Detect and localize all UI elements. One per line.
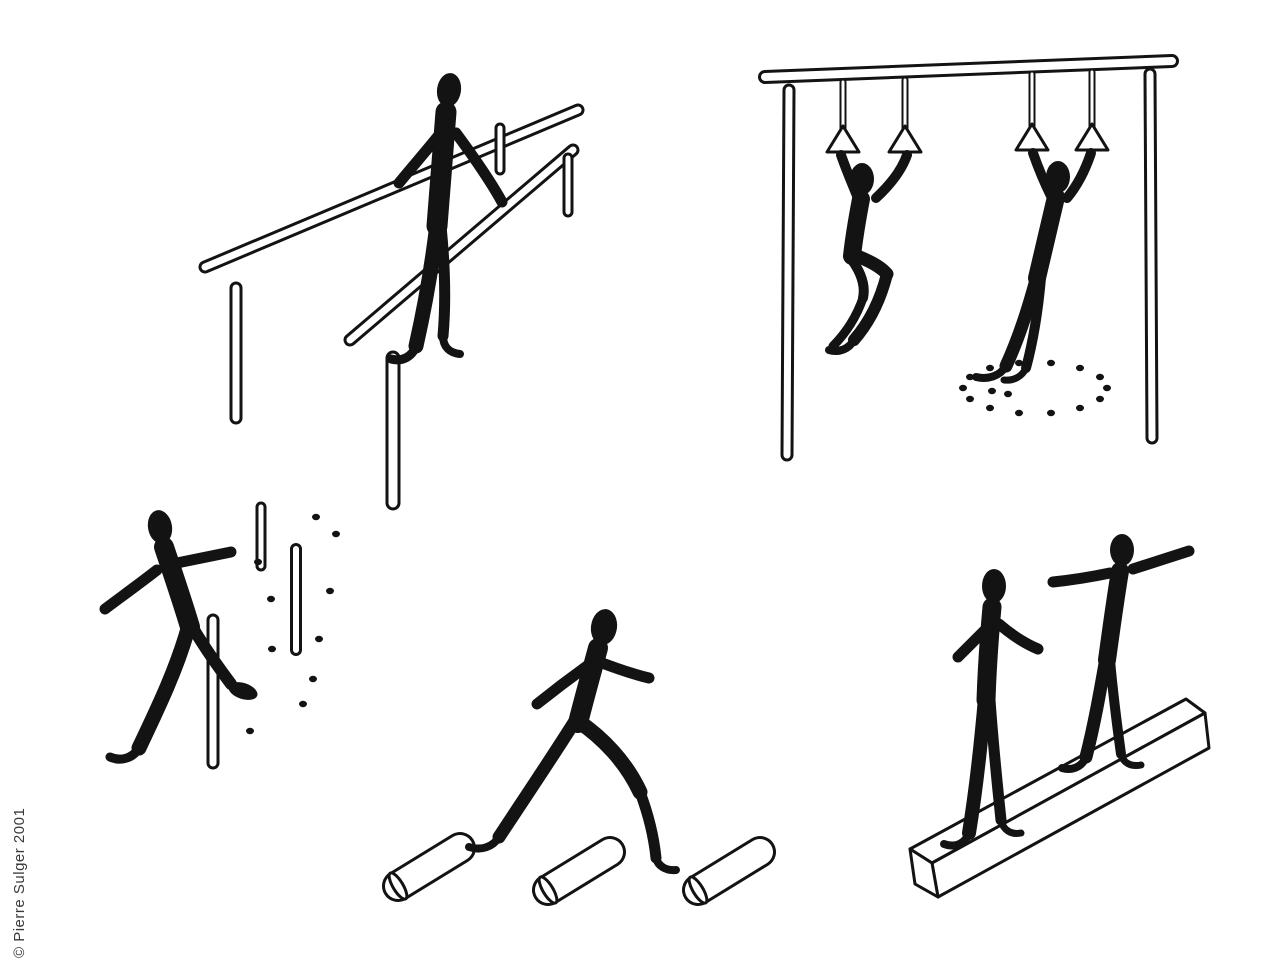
balance-beam-equipment: [908, 697, 1211, 899]
walker-back-foot: [439, 332, 464, 358]
triangle-ring-3: [1014, 122, 1050, 152]
beam-walker-left-rear-foot: [997, 816, 1025, 837]
runner-rear-leg: [492, 714, 582, 844]
tucked-hanger-foot: [825, 336, 858, 355]
walker-figure: [386, 73, 508, 365]
copyright-text: © Pierre Sulger 2001: [11, 808, 28, 958]
beam-top-face: [908, 697, 1207, 865]
tucked-hanger-second-shin: [828, 293, 868, 351]
stretched-hanger-torso: [1028, 188, 1065, 287]
scene-hanging-rings: [758, 54, 1179, 462]
walker-torso: [426, 101, 457, 237]
stretched-hanger-front-foot: [972, 362, 1010, 382]
beam-walker-left-torso: [976, 597, 1002, 710]
stretched-hanger-back-foot: [1000, 364, 1030, 384]
slalom-walker-front-leg: [131, 617, 197, 756]
slalom-walker-left-arm: [99, 564, 163, 615]
triangle-ring-2: [887, 124, 923, 154]
far-bar-tube: [198, 103, 585, 274]
beam-walker-right-right-arm: [1127, 545, 1195, 575]
stretched-hanger-head: [1046, 161, 1070, 193]
beam-left-end-face: [908, 847, 940, 899]
stretched-hanger-back-leg: [1021, 273, 1046, 373]
scene-balance-beam: [908, 534, 1211, 899]
runner-figure: [465, 609, 680, 875]
beam-walker-right-figure: [1047, 534, 1195, 773]
stretched-hanger-right-arm: [1062, 148, 1096, 203]
beam-walker-left-back-arm: [952, 621, 994, 663]
near-bar-tube: [343, 143, 580, 347]
runner-front-arm: [591, 655, 655, 684]
triangle-ring-4: [1074, 122, 1110, 152]
log-1-end-cap: [387, 871, 409, 901]
beam-walker-right-torso: [1098, 562, 1129, 669]
tucked-hanger-figure: [825, 150, 912, 355]
log-1-tube: [382, 832, 476, 902]
beam-walker-right-left-arm: [1047, 567, 1116, 588]
slalom-walker-rear-leg: [187, 622, 237, 690]
log-2-end-cap: [537, 875, 559, 905]
walker-back-leg: [435, 220, 451, 342]
beam-walker-left-forward-arm: [993, 618, 1044, 655]
slalom-walker-figure: [99, 510, 258, 764]
beam-walker-left-front-foot: [940, 829, 973, 850]
beam-walker-right-front-leg: [1079, 651, 1113, 764]
scene-parallel-bars: [198, 73, 585, 511]
walker-head: [436, 73, 462, 107]
beam-walker-left-figure: [940, 569, 1044, 850]
beam-walker-left-head: [982, 569, 1006, 603]
runner-front-foot: [652, 854, 680, 875]
beam-walker-right-rear-leg: [1105, 655, 1126, 759]
beam-walker-left-rear-leg: [984, 694, 1007, 826]
runner-front-leg-upper: [570, 713, 648, 800]
tucked-hanger-head: [850, 163, 874, 195]
tucked-hanger-right-arm: [871, 150, 912, 203]
stretched-hanger-front-leg: [999, 269, 1044, 373]
runner-rear-arm: [531, 660, 593, 710]
log-3-tube: [682, 836, 776, 906]
triangle-ring-1: [825, 124, 861, 154]
beam-walker-right-head: [1110, 534, 1134, 566]
runner-head: [590, 609, 618, 645]
walker-left-arm: [393, 124, 449, 189]
slalom-walker-right-arm: [166, 546, 237, 570]
slalom-walker-front-foot: [105, 743, 144, 764]
scene-running-logs: [382, 609, 776, 906]
log-2-tube: [532, 836, 626, 906]
beam-walker-right-rear-foot: [1117, 750, 1145, 769]
beam-walker-left-front-leg: [962, 691, 992, 840]
rings-left-post-tube: [780, 83, 796, 462]
rings-right-post-tube: [1143, 67, 1159, 445]
runner-rear-foot: [465, 833, 503, 853]
footprint-dot-trail: [246, 513, 340, 735]
scene-slalom-posts: [99, 501, 340, 770]
tucked-hanger-shin: [848, 268, 893, 346]
slalom-walker-head: [147, 510, 173, 544]
slalom-walker-rear-foot: [228, 682, 258, 700]
beam-walker-right-front-foot: [1058, 753, 1090, 773]
runner-front-leg-lower: [634, 786, 662, 864]
tucked-hanger-torso: [843, 190, 870, 265]
walker-front-leg: [408, 216, 445, 354]
floor-dot-circle: [959, 359, 1111, 417]
log-3-end-cap: [687, 875, 709, 905]
rings-top-bar-tube: [758, 54, 1179, 84]
walker-right-arm: [450, 127, 508, 208]
stretched-hanger-figure: [972, 148, 1096, 384]
walker-front-foot: [386, 341, 421, 365]
